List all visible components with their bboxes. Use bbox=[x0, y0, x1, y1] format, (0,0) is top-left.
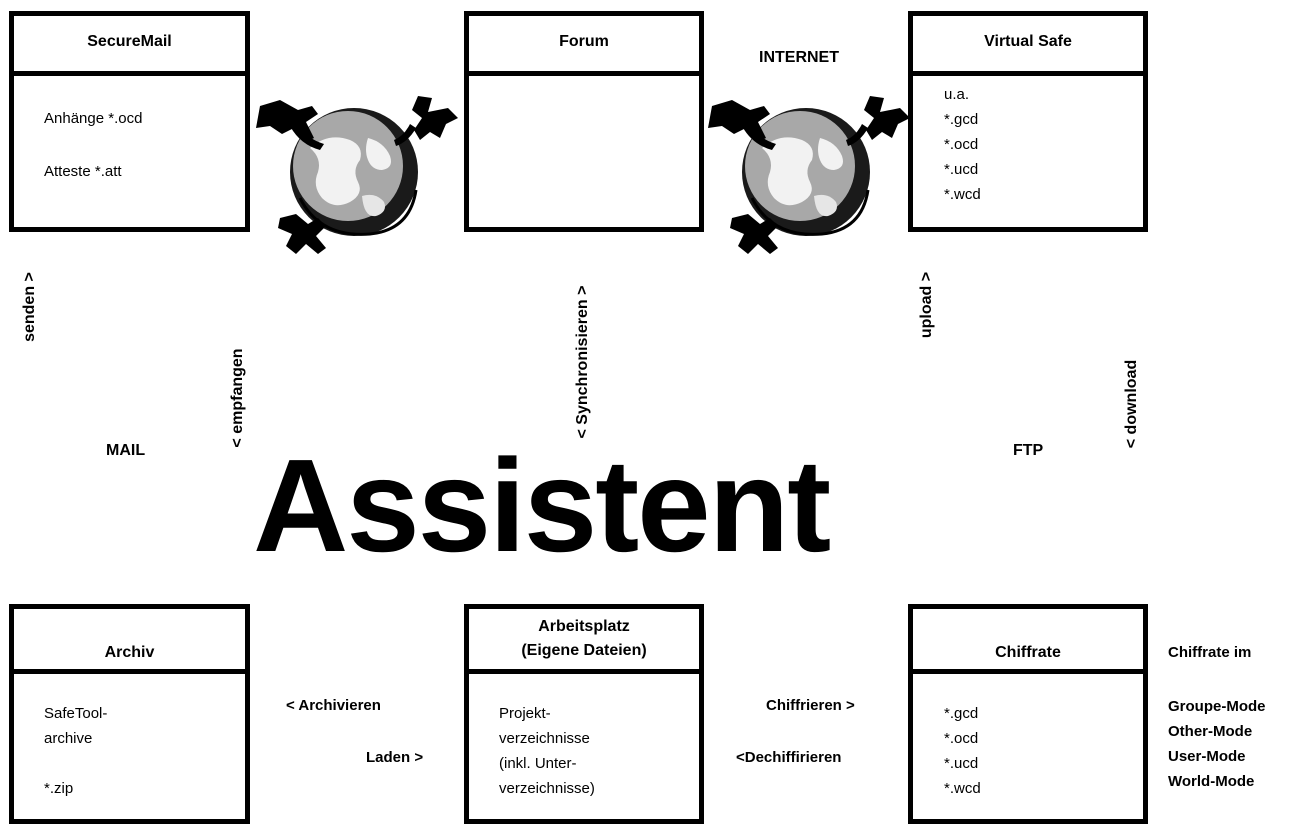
archiv-title: Archiv bbox=[14, 609, 245, 674]
mail-label: MAIL bbox=[106, 442, 146, 459]
archivieren-label: < Archivieren bbox=[286, 697, 381, 714]
archiv-line: SafeTool- bbox=[44, 705, 108, 722]
securemail-line-anhaenge: Anhänge *.ocd bbox=[44, 110, 143, 127]
virtualsafe-line: *.ucd bbox=[944, 161, 979, 178]
arbeitsplatz-list: Projekt- verzeichnisse (inkl. Unter- ver… bbox=[499, 701, 595, 801]
archiv-line: archive bbox=[44, 730, 93, 747]
virtualsafe-line: *.wcd bbox=[944, 186, 981, 203]
virtualsafe-line: *.ocd bbox=[944, 136, 979, 153]
internet-label: INTERNET bbox=[759, 49, 839, 66]
mode-item: World-Mode bbox=[1168, 773, 1255, 790]
modes-list: Groupe-Mode Other-Mode User-Mode World-M… bbox=[1168, 694, 1266, 794]
arbeitsplatz-line: verzeichnisse bbox=[499, 730, 590, 747]
mode-item: Other-Mode bbox=[1168, 723, 1253, 740]
globe-with-satellites-icon bbox=[708, 96, 910, 254]
mode-item: User-Mode bbox=[1168, 748, 1246, 765]
chiffrate-title: Chiffrate bbox=[913, 609, 1143, 674]
forum-box: Forum bbox=[464, 11, 704, 232]
arbeitsplatz-title: Arbeitsplatz (Eigene Dateien) bbox=[469, 609, 699, 674]
arbeitsplatz-line: Projekt- bbox=[499, 705, 551, 722]
globe-with-satellites-icon bbox=[256, 96, 458, 254]
arbeitsplatz-box: Arbeitsplatz (Eigene Dateien) Projekt- v… bbox=[464, 604, 704, 824]
archiv-box: Archiv SafeTool- archive *.zip bbox=[9, 604, 250, 824]
chiffrieren-label: Chiffrieren > bbox=[766, 697, 855, 714]
securemail-box: SecureMail Anhänge *.ocd Atteste *.att bbox=[9, 11, 250, 232]
virtualsafe-line: u.a. bbox=[944, 86, 970, 103]
virtualsafe-list: u.a. *.gcd *.ocd *.ucd *.wcd bbox=[944, 82, 981, 207]
chiffrate-line: *.gcd bbox=[944, 705, 979, 722]
securemail-line-atteste: Atteste *.att bbox=[44, 163, 122, 180]
securemail-title: SecureMail bbox=[14, 16, 245, 76]
chiffrate-line: *.wcd bbox=[944, 780, 981, 797]
archiv-line: *.zip bbox=[44, 780, 74, 797]
mode-item: Groupe-Mode bbox=[1168, 698, 1266, 715]
chiffrate-line: *.ocd bbox=[944, 730, 979, 747]
assistent-title: Assistent bbox=[253, 432, 831, 579]
archiv-line bbox=[44, 751, 107, 776]
chiffrate-line: *.ucd bbox=[944, 755, 979, 772]
chiffrate-list: *.gcd *.ocd *.ucd *.wcd bbox=[944, 701, 981, 801]
ftp-label: FTP bbox=[1013, 442, 1044, 459]
upload-label: upload > bbox=[918, 271, 935, 339]
arbeitsplatz-line: (inkl. Unter- bbox=[499, 755, 577, 772]
arbeitsplatz-line: verzeichnisse) bbox=[499, 780, 595, 797]
synchronisieren-label: < Synchronisieren > bbox=[574, 285, 591, 439]
empfangen-label: < empfangen bbox=[229, 348, 246, 448]
virtualsafe-title: Virtual Safe bbox=[913, 16, 1143, 76]
archiv-list: SafeTool- archive *.zip bbox=[44, 701, 107, 801]
virtualsafe-line: *.gcd bbox=[944, 111, 979, 128]
download-label: < download bbox=[1123, 359, 1140, 449]
chiffrate-box: Chiffrate *.gcd *.ocd *.ucd *.wcd bbox=[908, 604, 1148, 824]
senden-label: senden > bbox=[21, 272, 38, 342]
forum-title: Forum bbox=[469, 16, 699, 76]
laden-label: Laden > bbox=[366, 749, 424, 766]
dechiffrieren-label: <Dechiffirieren bbox=[736, 749, 842, 766]
virtualsafe-box: Virtual Safe u.a. *.gcd *.ocd *.ucd *.wc… bbox=[908, 11, 1148, 232]
modes-title: Chiffrate im bbox=[1168, 644, 1252, 661]
